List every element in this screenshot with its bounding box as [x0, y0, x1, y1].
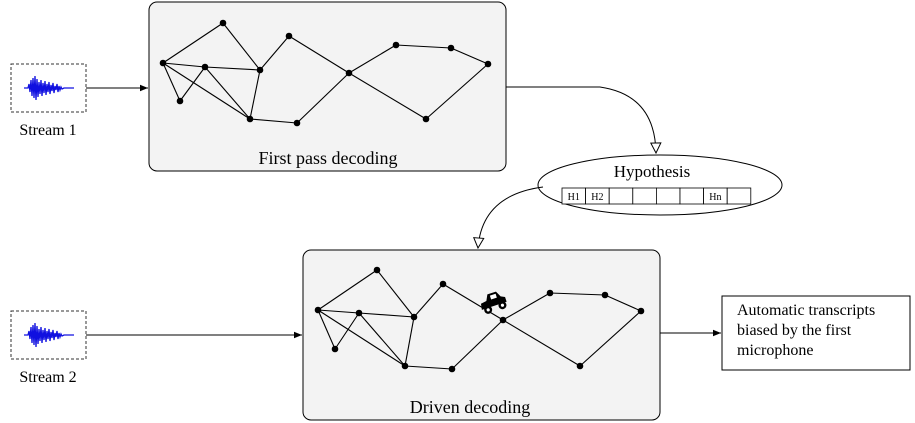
- waveform-icon: [24, 322, 74, 348]
- hypothesis-cell-label: H2: [591, 192, 603, 203]
- first-pass-box: [148, 1, 507, 172]
- hypothesis-cell: [608, 187, 634, 205]
- decoding-graph-1: [162, 22, 489, 124]
- hypothesis-cell-label: Hn: [709, 192, 721, 203]
- arrow-first-pass-to-hypothesis: [506, 86, 656, 153]
- hypothesis-cell: [632, 187, 657, 205]
- hypothesis-cell: [726, 187, 752, 205]
- hypothesis-node: H1 H2 Hn: [537, 154, 783, 216]
- first-pass-label: First pass decoding: [259, 148, 398, 168]
- hypothesis-cell: [656, 187, 681, 205]
- waveform-icon: [24, 75, 74, 101]
- stream-1-label: Stream 1: [19, 122, 76, 139]
- driven-label: Driven decoding: [410, 397, 530, 417]
- hypothesis-cell-label: H1: [568, 192, 580, 203]
- driven-box: [302, 249, 661, 421]
- vehicle-icon: [480, 291, 507, 314]
- hypothesis-cells: H1 H2 Hn: [561, 187, 752, 205]
- hypothesis-cell: [679, 187, 705, 205]
- output-text: Automatic transcripts biased by the firs…: [737, 302, 876, 359]
- stream-2-label: Stream 2: [19, 369, 76, 386]
- arrow-hypothesis-to-driven: [478, 186, 544, 248]
- stream-1-icon: [10, 63, 87, 113]
- hypothesis-label: Hypothesis: [614, 162, 691, 181]
- stream-2-icon: [10, 310, 87, 360]
- decoding-graph-2: [317, 269, 642, 370]
- output-box: [721, 295, 911, 371]
